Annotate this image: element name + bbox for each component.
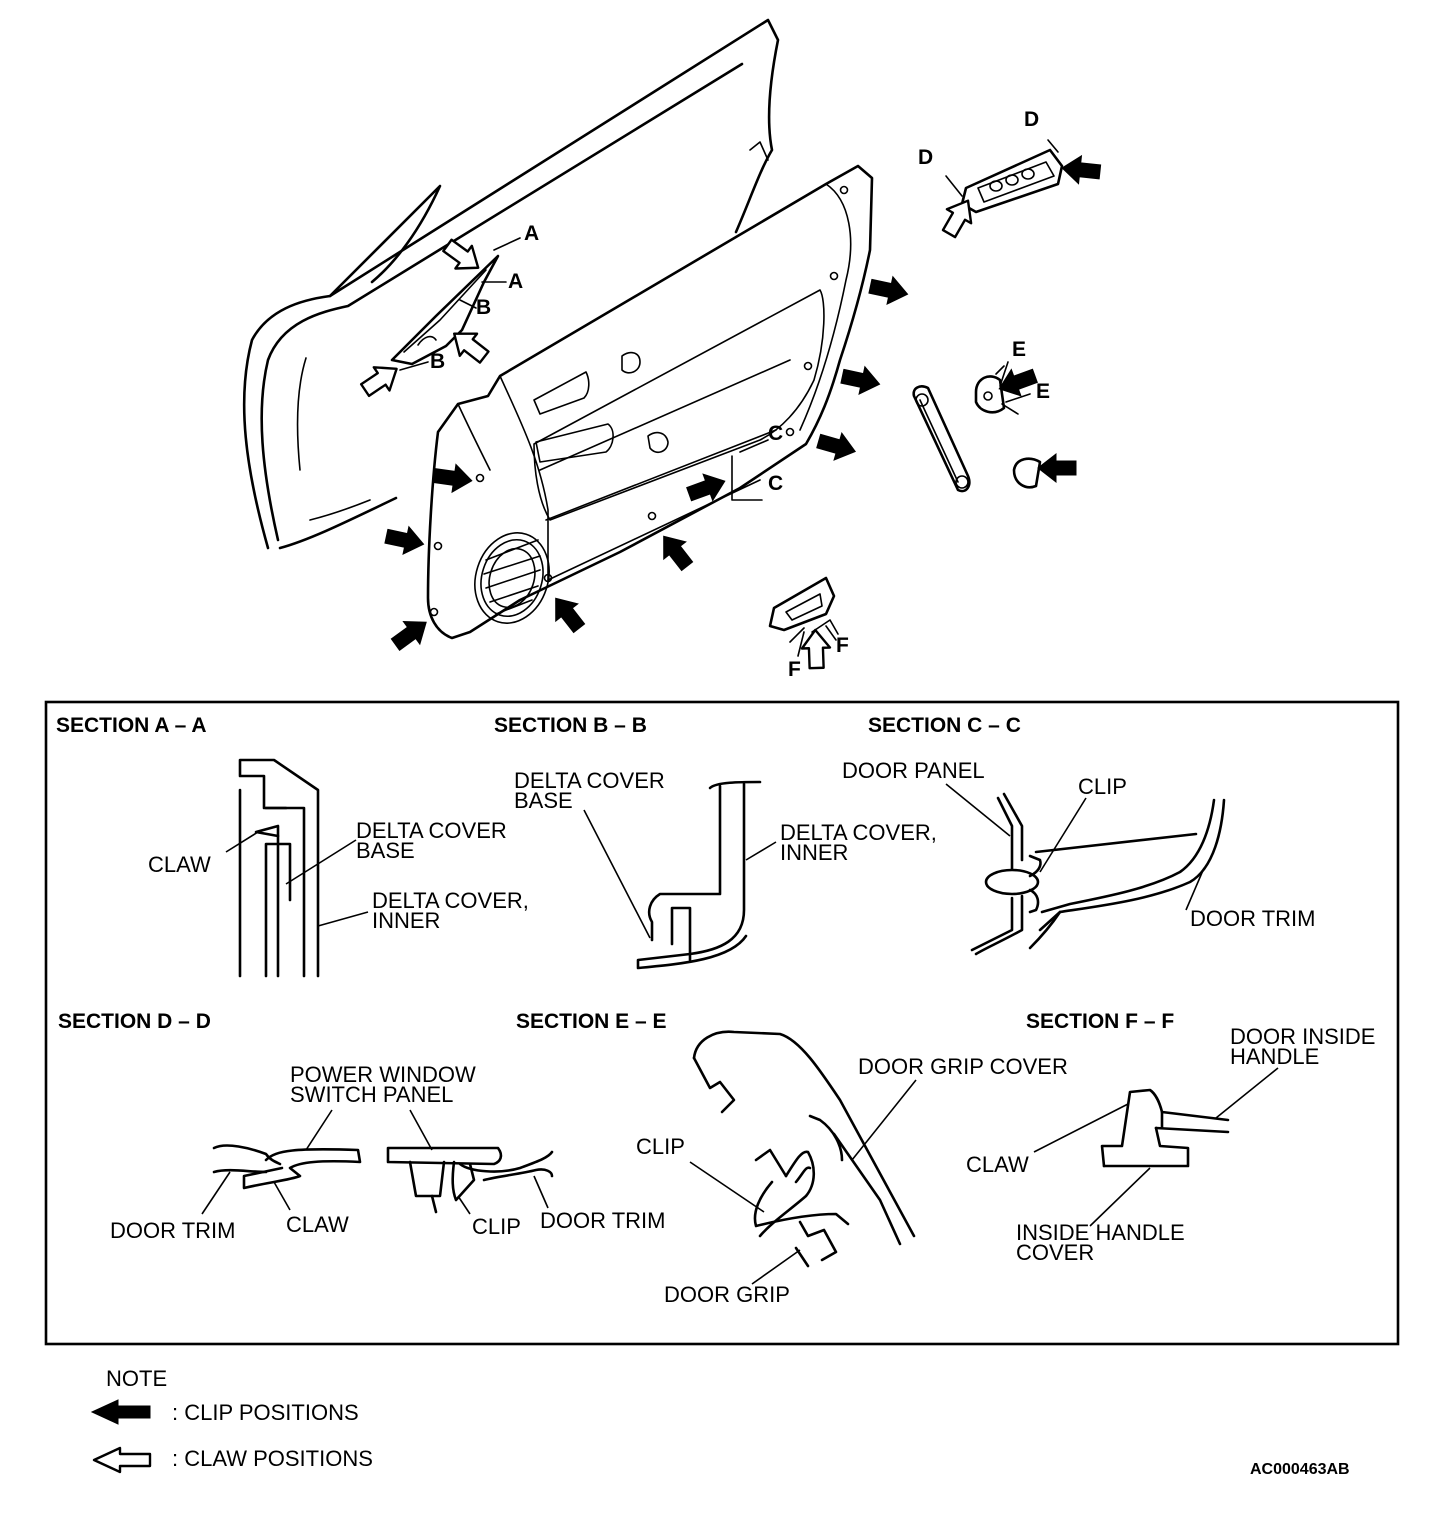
label-door-trim-cc: DOOR TRIM (1190, 906, 1315, 931)
label-power-window-switch-panel-2: SWITCH PANEL (290, 1082, 453, 1107)
label-delta-cover-base-aa-2: BASE (356, 838, 415, 863)
note-claw-positions: : CLAW POSITIONS (172, 1446, 373, 1471)
claw-arrow (800, 628, 832, 670)
inside-handle-cover (768, 576, 839, 643)
section-c-c: SECTION C – C DOOR PANEL CLIP DOOR TRIM (842, 714, 1315, 956)
door-grip-cover-lower (1012, 457, 1042, 489)
section-d-d: SECTION D – D POWER WINDOW SWITCH PANEL … (58, 1010, 665, 1243)
section-b-b: SECTION B – B DELTA COVER BASE DELTA COV… (494, 714, 937, 970)
note-heading: NOTE (106, 1366, 167, 1391)
clip-arrow (382, 522, 427, 559)
clip-arrow (386, 610, 435, 657)
label-door-grip: DOOR GRIP (664, 1282, 790, 1307)
callout-f-left: F (788, 658, 801, 681)
callout-f-right: F (836, 634, 849, 657)
label-delta-cover-inner-aa-2: INNER (372, 908, 440, 933)
door-trim-panel (426, 164, 874, 640)
label-claw-ff: CLAW (966, 1152, 1029, 1177)
callout-e-lower: E (1036, 380, 1050, 403)
clip-arrow (1037, 453, 1077, 483)
label-power-window-switch-panel-1: POWER WINDOW (290, 1062, 476, 1087)
figure-code: AC000463AB (1250, 1461, 1350, 1478)
section-b-b-title: SECTION B – B (494, 714, 647, 737)
label-door-trim-dd-right: DOOR TRIM (540, 1208, 665, 1233)
label-claw-aa: CLAW (148, 852, 211, 877)
door-panel-outline (242, 18, 780, 550)
label-inside-handle-cover-2: COVER (1016, 1240, 1094, 1265)
power-window-switch-panel (945, 139, 1064, 214)
label-door-panel-cc: DOOR PANEL (842, 758, 985, 783)
legend: NOTE : CLIP POSITIONS : CLAW POSITIONS (90, 1366, 373, 1474)
label-door-grip-cover: DOOR GRIP COVER (858, 1054, 1068, 1079)
callout-d-right: D (1024, 108, 1039, 131)
section-c-arrow (739, 439, 769, 453)
label-door-inside-handle-2: HANDLE (1230, 1044, 1319, 1069)
section-f-f-title: SECTION F – F (1026, 1010, 1174, 1033)
claw-position-icon (92, 1446, 152, 1474)
label-delta-cover-base-bb-1: DELTA COVER (514, 768, 665, 793)
label-clip-ee: CLIP (636, 1134, 685, 1159)
label-delta-cover-inner-bb-2: INNER (780, 840, 848, 865)
clip-arrow (866, 272, 911, 309)
callout-a-upper: A (524, 222, 539, 245)
callout-d-left: D (918, 146, 933, 169)
callout-e-upper: E (1012, 338, 1026, 361)
door-grip (912, 365, 1042, 493)
callout-c-upper: C (768, 422, 783, 445)
callout-a-lower: A (508, 270, 523, 293)
label-delta-cover-inner-aa-1: DELTA COVER, (372, 888, 529, 913)
claw-arrow (356, 356, 406, 403)
clip-arrow (652, 527, 699, 576)
callout-letters: A A B B C C D D E E F F (430, 108, 1050, 681)
section-views-frame (44, 700, 1400, 1346)
door-grip-cover-upper (974, 375, 1006, 414)
label-delta-cover-base-bb-2: BASE (514, 788, 573, 813)
section-e-e-title: SECTION E – E (516, 1010, 667, 1033)
callout-b-upper: B (476, 296, 491, 319)
clip-arrow (1060, 153, 1102, 187)
section-c-c-title: SECTION C – C (868, 714, 1021, 737)
section-d-d-title: SECTION D – D (58, 1010, 211, 1033)
clip-arrow (838, 362, 883, 399)
label-door-trim-dd-left: DOOR TRIM (110, 1218, 235, 1243)
section-e-e: SECTION E – E DOOR GRIP COVER CLIP DOOR … (516, 1010, 1068, 1307)
note-clip-positions: : CLIP POSITIONS (172, 1400, 359, 1425)
callout-b-lower: B (430, 350, 445, 373)
section-a-a: SECTION A – A CLAW DELTA COVER BASE DELT… (56, 714, 529, 978)
label-door-inside-handle-1: DOOR INSIDE (1230, 1024, 1375, 1049)
callout-pointers (399, 237, 1031, 657)
label-delta-cover-base-aa-1: DELTA COVER (356, 818, 507, 843)
clip-arrow (814, 427, 860, 466)
section-f-f: SECTION F – F DOOR INSIDE HANDLE CLAW IN… (966, 1010, 1375, 1265)
clip-arrow (544, 589, 591, 638)
section-c-marker (731, 455, 763, 501)
callout-c-lower: C (768, 472, 783, 495)
clip-position-icon (90, 1399, 151, 1425)
label-inside-handle-cover-1: INSIDE HANDLE (1016, 1220, 1185, 1245)
label-clip-dd: CLIP (472, 1214, 521, 1239)
label-delta-cover-inner-bb-1: DELTA COVER, (780, 820, 937, 845)
label-claw-dd: CLAW (286, 1212, 349, 1237)
label-clip-cc: CLIP (1078, 774, 1127, 799)
exploded-view: A A B B C C D D E E F F (242, 18, 1102, 681)
section-a-a-title: SECTION A – A (56, 714, 207, 737)
